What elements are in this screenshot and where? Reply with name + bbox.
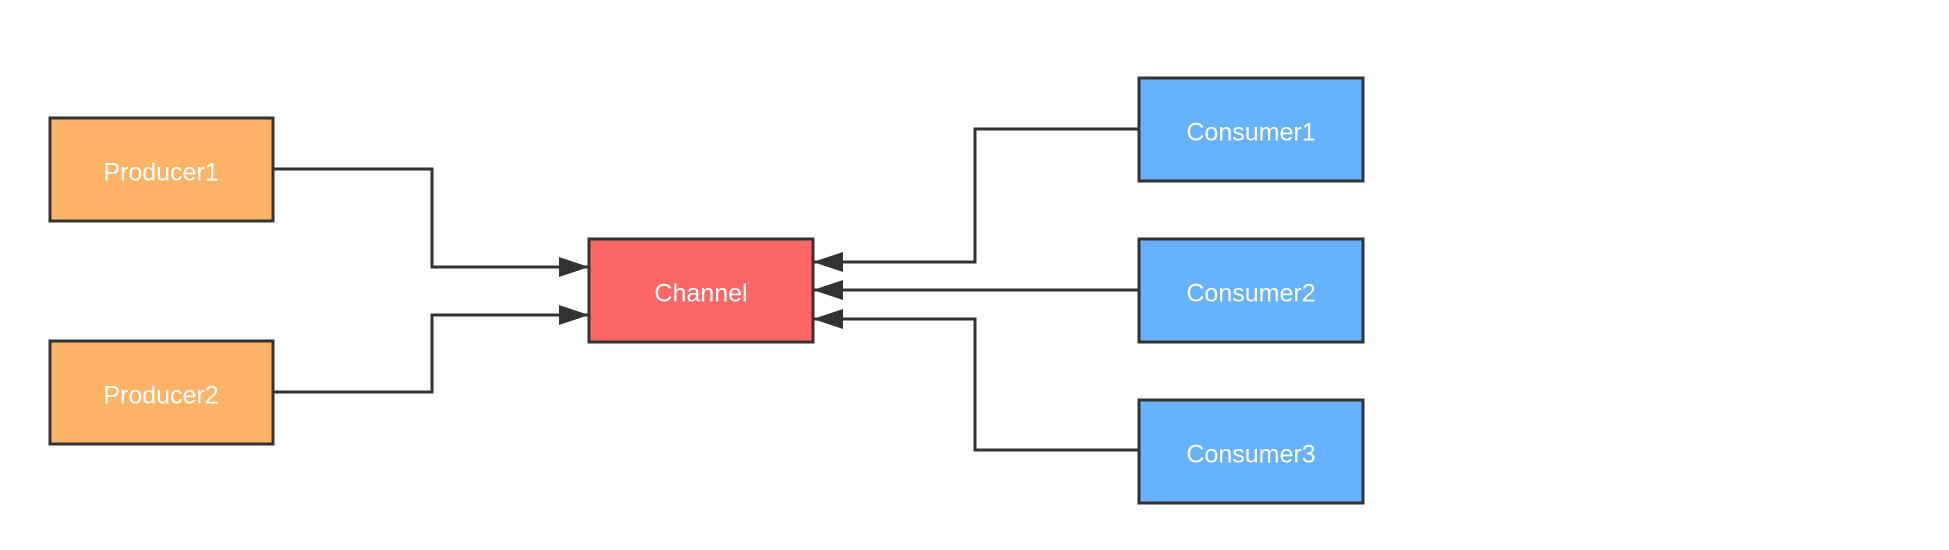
edge-producer1-to-channel [273,167,589,277]
channel-label: Channel [654,280,747,308]
consumer1-node: Consumer1 [1137,76,1365,183]
channel-node: Channel [587,237,815,344]
producer2-label: Producer2 [103,382,218,410]
producer1-node: Producer1 [48,116,275,223]
consumer2-box [1137,237,1365,344]
consumer1-box [1137,76,1365,183]
consumer3-node: Consumer3 [1137,398,1365,505]
consumer2-node: Consumer2 [1137,237,1365,344]
producer2-node: Producer2 [48,339,275,446]
producer2-box [48,339,275,446]
producer1-label: Producer1 [103,159,218,187]
edge-consumer3-to-channel [813,309,1139,452]
consumer2-label: Consumer2 [1186,280,1315,308]
consumer1-label: Consumer1 [1186,119,1315,147]
channel-box [587,237,815,344]
edge-producer2-to-channel [273,305,589,394]
consumer3-label: Consumer3 [1186,441,1315,469]
edge-consumer1-to-channel [813,127,1139,272]
producer1-box [48,116,275,223]
consumer3-box [1137,398,1365,505]
